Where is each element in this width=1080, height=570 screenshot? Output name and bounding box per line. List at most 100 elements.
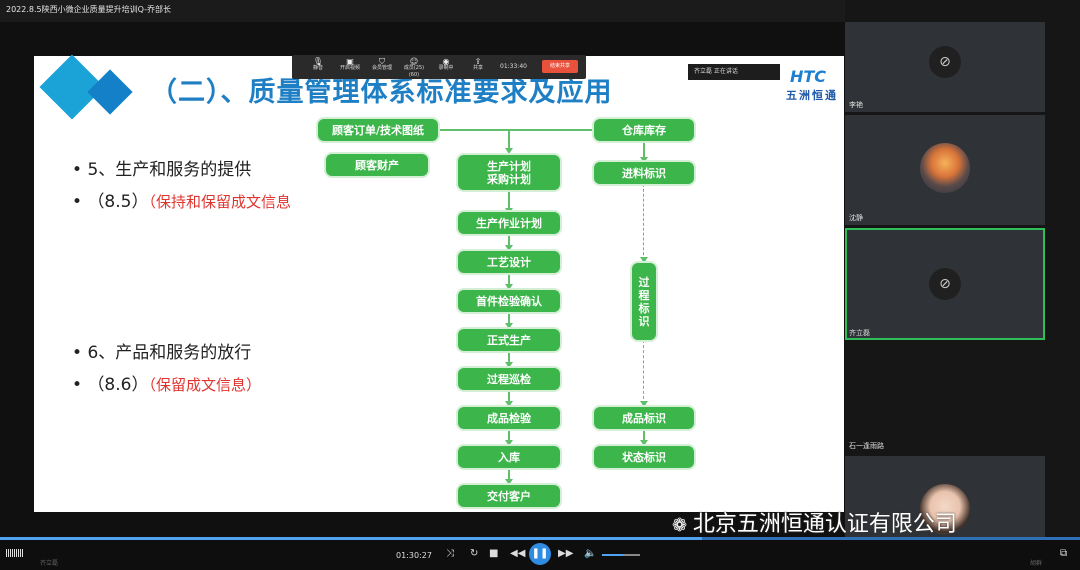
flow-dashed-connector xyxy=(643,340,644,404)
flow-arrow xyxy=(640,401,648,407)
playback-time: 01:30:27 xyxy=(396,551,432,560)
flow-connector xyxy=(508,234,510,250)
flow-box-incoming-id: 进料标识 xyxy=(594,162,694,184)
flow-connector xyxy=(508,273,510,289)
participant-tile[interactable]: ⊘ 李艳 xyxy=(845,22,1045,112)
company-logo-text: 五洲恒通 xyxy=(786,89,838,102)
meeting-timer: 01:33:40 xyxy=(500,63,527,70)
participant-name: 沈静 xyxy=(849,214,863,222)
mic-icon: 🎙 xyxy=(312,57,324,66)
pause-icon: ❚❚ xyxy=(531,548,549,559)
flow-box-process-design: 工艺设计 xyxy=(458,251,560,273)
flow-box-final-inspection: 成品检验 xyxy=(458,407,560,429)
window-title: 2022.8.5陕西小微企业质量提升培训Q-乔部长 xyxy=(6,5,172,14)
participant-video xyxy=(920,143,970,193)
flow-arrow xyxy=(640,257,648,263)
flow-box-finished-id: 成品标识 xyxy=(594,407,694,429)
toolbar-share-button[interactable]: ⇪共享 xyxy=(464,58,492,72)
flow-arrow xyxy=(505,362,513,368)
camera-icon: ▣ xyxy=(346,57,354,66)
toolbar-video-button[interactable]: ▣开启视频 xyxy=(336,58,364,72)
flow-arrow xyxy=(640,440,648,446)
bullet-text: 6、产品和服务的放行 xyxy=(87,343,252,363)
flow-dashed-connector xyxy=(643,184,644,260)
flow-box-status-id: 状态标识 xyxy=(594,446,694,468)
volume-icon[interactable]: 🔈 xyxy=(584,548,597,559)
flow-connector xyxy=(508,468,510,484)
flow-arrow xyxy=(505,208,513,214)
stop-icon[interactable]: ■ xyxy=(489,548,499,559)
rewind-icon[interactable]: ◀◀ xyxy=(510,548,526,559)
participant-tile[interactable] xyxy=(845,456,1045,540)
flow-arrow xyxy=(505,401,513,407)
flow-arrow xyxy=(505,479,513,485)
flow-connector xyxy=(508,429,510,445)
participant-name: 齐立磊 xyxy=(849,329,870,337)
flow-box-process-id: 过 程 标 识 xyxy=(632,263,656,340)
participant-name: 李艳 xyxy=(849,101,863,109)
bullet-item: • 6、产品和服务的放行 xyxy=(72,343,252,363)
bullet-item: • 5、生产和服务的提供 xyxy=(72,160,252,180)
share-icon: ⇪ xyxy=(474,57,482,66)
flow-box-production: 正式生产 xyxy=(458,329,560,351)
shuffle-icon[interactable]: ⤨ xyxy=(446,548,454,559)
meeting-toolbar: 🎙静音 ▣开启视频 ⛉会员管理 ☺成员(25)(60) ◉录制中 ⇪共享 01:… xyxy=(292,55,586,79)
speaking-indicator: 齐立磊 正在讲话 xyxy=(688,64,780,80)
flow-connector xyxy=(643,429,645,445)
flow-arrow xyxy=(505,148,513,154)
toolbar-record-button[interactable]: ◉录制中 xyxy=(432,58,460,72)
flow-box-customer-property: 顾客财产 xyxy=(326,154,428,176)
player-bottom-left-label: 齐立磊 xyxy=(40,560,59,567)
flow-box-customer-order: 顾客订单/技术图纸 xyxy=(318,119,438,141)
playlist-icon[interactable] xyxy=(6,549,24,557)
participant-tile[interactable]: 石一逢雨路 xyxy=(845,343,1045,453)
participant-tile[interactable]: 沈静 xyxy=(845,115,1045,225)
flow-arrow xyxy=(505,284,513,290)
repeat-icon[interactable]: ↻ xyxy=(470,548,479,559)
player-bottom-right-label: 胡群 xyxy=(1030,560,1043,567)
end-share-button[interactable]: 结束共享 xyxy=(542,60,578,73)
bullet-item: • （8.6）（保留成文信息） xyxy=(72,375,261,395)
record-icon: ◉ xyxy=(442,57,450,66)
flow-arrow xyxy=(505,245,513,251)
flow-connector xyxy=(438,129,594,131)
bullet-red-note: （保留成文信息） xyxy=(148,376,261,394)
flow-box-delivery: 交付客户 xyxy=(458,485,560,507)
toolbar-mute-button[interactable]: 🎙静音 xyxy=(304,58,332,72)
flow-arrow xyxy=(505,440,513,446)
flow-connector xyxy=(508,312,510,328)
flow-connector xyxy=(508,390,510,406)
presentation-slide xyxy=(34,54,844,512)
bullet-text: （8.5） xyxy=(87,192,149,212)
camera-off-icon: ⊘ xyxy=(929,268,961,300)
volume-fill[interactable] xyxy=(602,554,623,556)
flow-box-first-article: 首件检验确认 xyxy=(458,290,560,312)
flow-box-work-plan: 生产作业计划 xyxy=(458,212,560,234)
pause-button[interactable]: ❚❚ xyxy=(529,543,551,565)
bullet-text: （8.6） xyxy=(87,375,149,395)
flow-box-production-plan: 生产计划 采购计划 xyxy=(458,155,560,190)
flow-box-patrol-inspection: 过程巡检 xyxy=(458,368,560,390)
flow-arrow xyxy=(640,157,648,163)
flow-box-warehousing: 入库 xyxy=(458,446,560,468)
participant-tile-active[interactable]: ⊘ 齐立磊 xyxy=(845,228,1045,340)
progress-fill[interactable] xyxy=(0,537,702,541)
watermark: ❁ 北京五洲恒通认证有限公司 xyxy=(672,512,957,537)
company-logo-mark: HTC xyxy=(790,67,827,86)
flow-connector xyxy=(508,351,510,367)
fullscreen-icon[interactable]: ⧉ xyxy=(1060,548,1068,559)
toolbar-manage-button[interactable]: ⛉会员管理 xyxy=(368,58,396,72)
flow-box-warehouse: 仓库库存 xyxy=(594,119,694,141)
flow-connector xyxy=(643,141,645,161)
fast-forward-icon[interactable]: ▶▶ xyxy=(558,548,574,559)
participant-name: 石一逢雨路 xyxy=(849,442,884,450)
bullet-item: • （8.5）（保持和保留成文信息 xyxy=(72,192,291,212)
toolbar-members-button[interactable]: ☺成员(25)(60) xyxy=(400,58,428,79)
camera-off-icon: ⊘ xyxy=(929,46,961,78)
slide-title: （二）、质量管理体系标准要求及应用 xyxy=(150,77,613,108)
bullet-red-note: （保持和保留成文信息 xyxy=(148,193,291,211)
avatar xyxy=(920,484,970,534)
wechat-icon: ❁ xyxy=(672,515,693,536)
window-titlebar: 2022.8.5陕西小微企业质量提升培训Q-乔部长 xyxy=(0,0,1080,22)
flow-arrow xyxy=(505,323,513,329)
